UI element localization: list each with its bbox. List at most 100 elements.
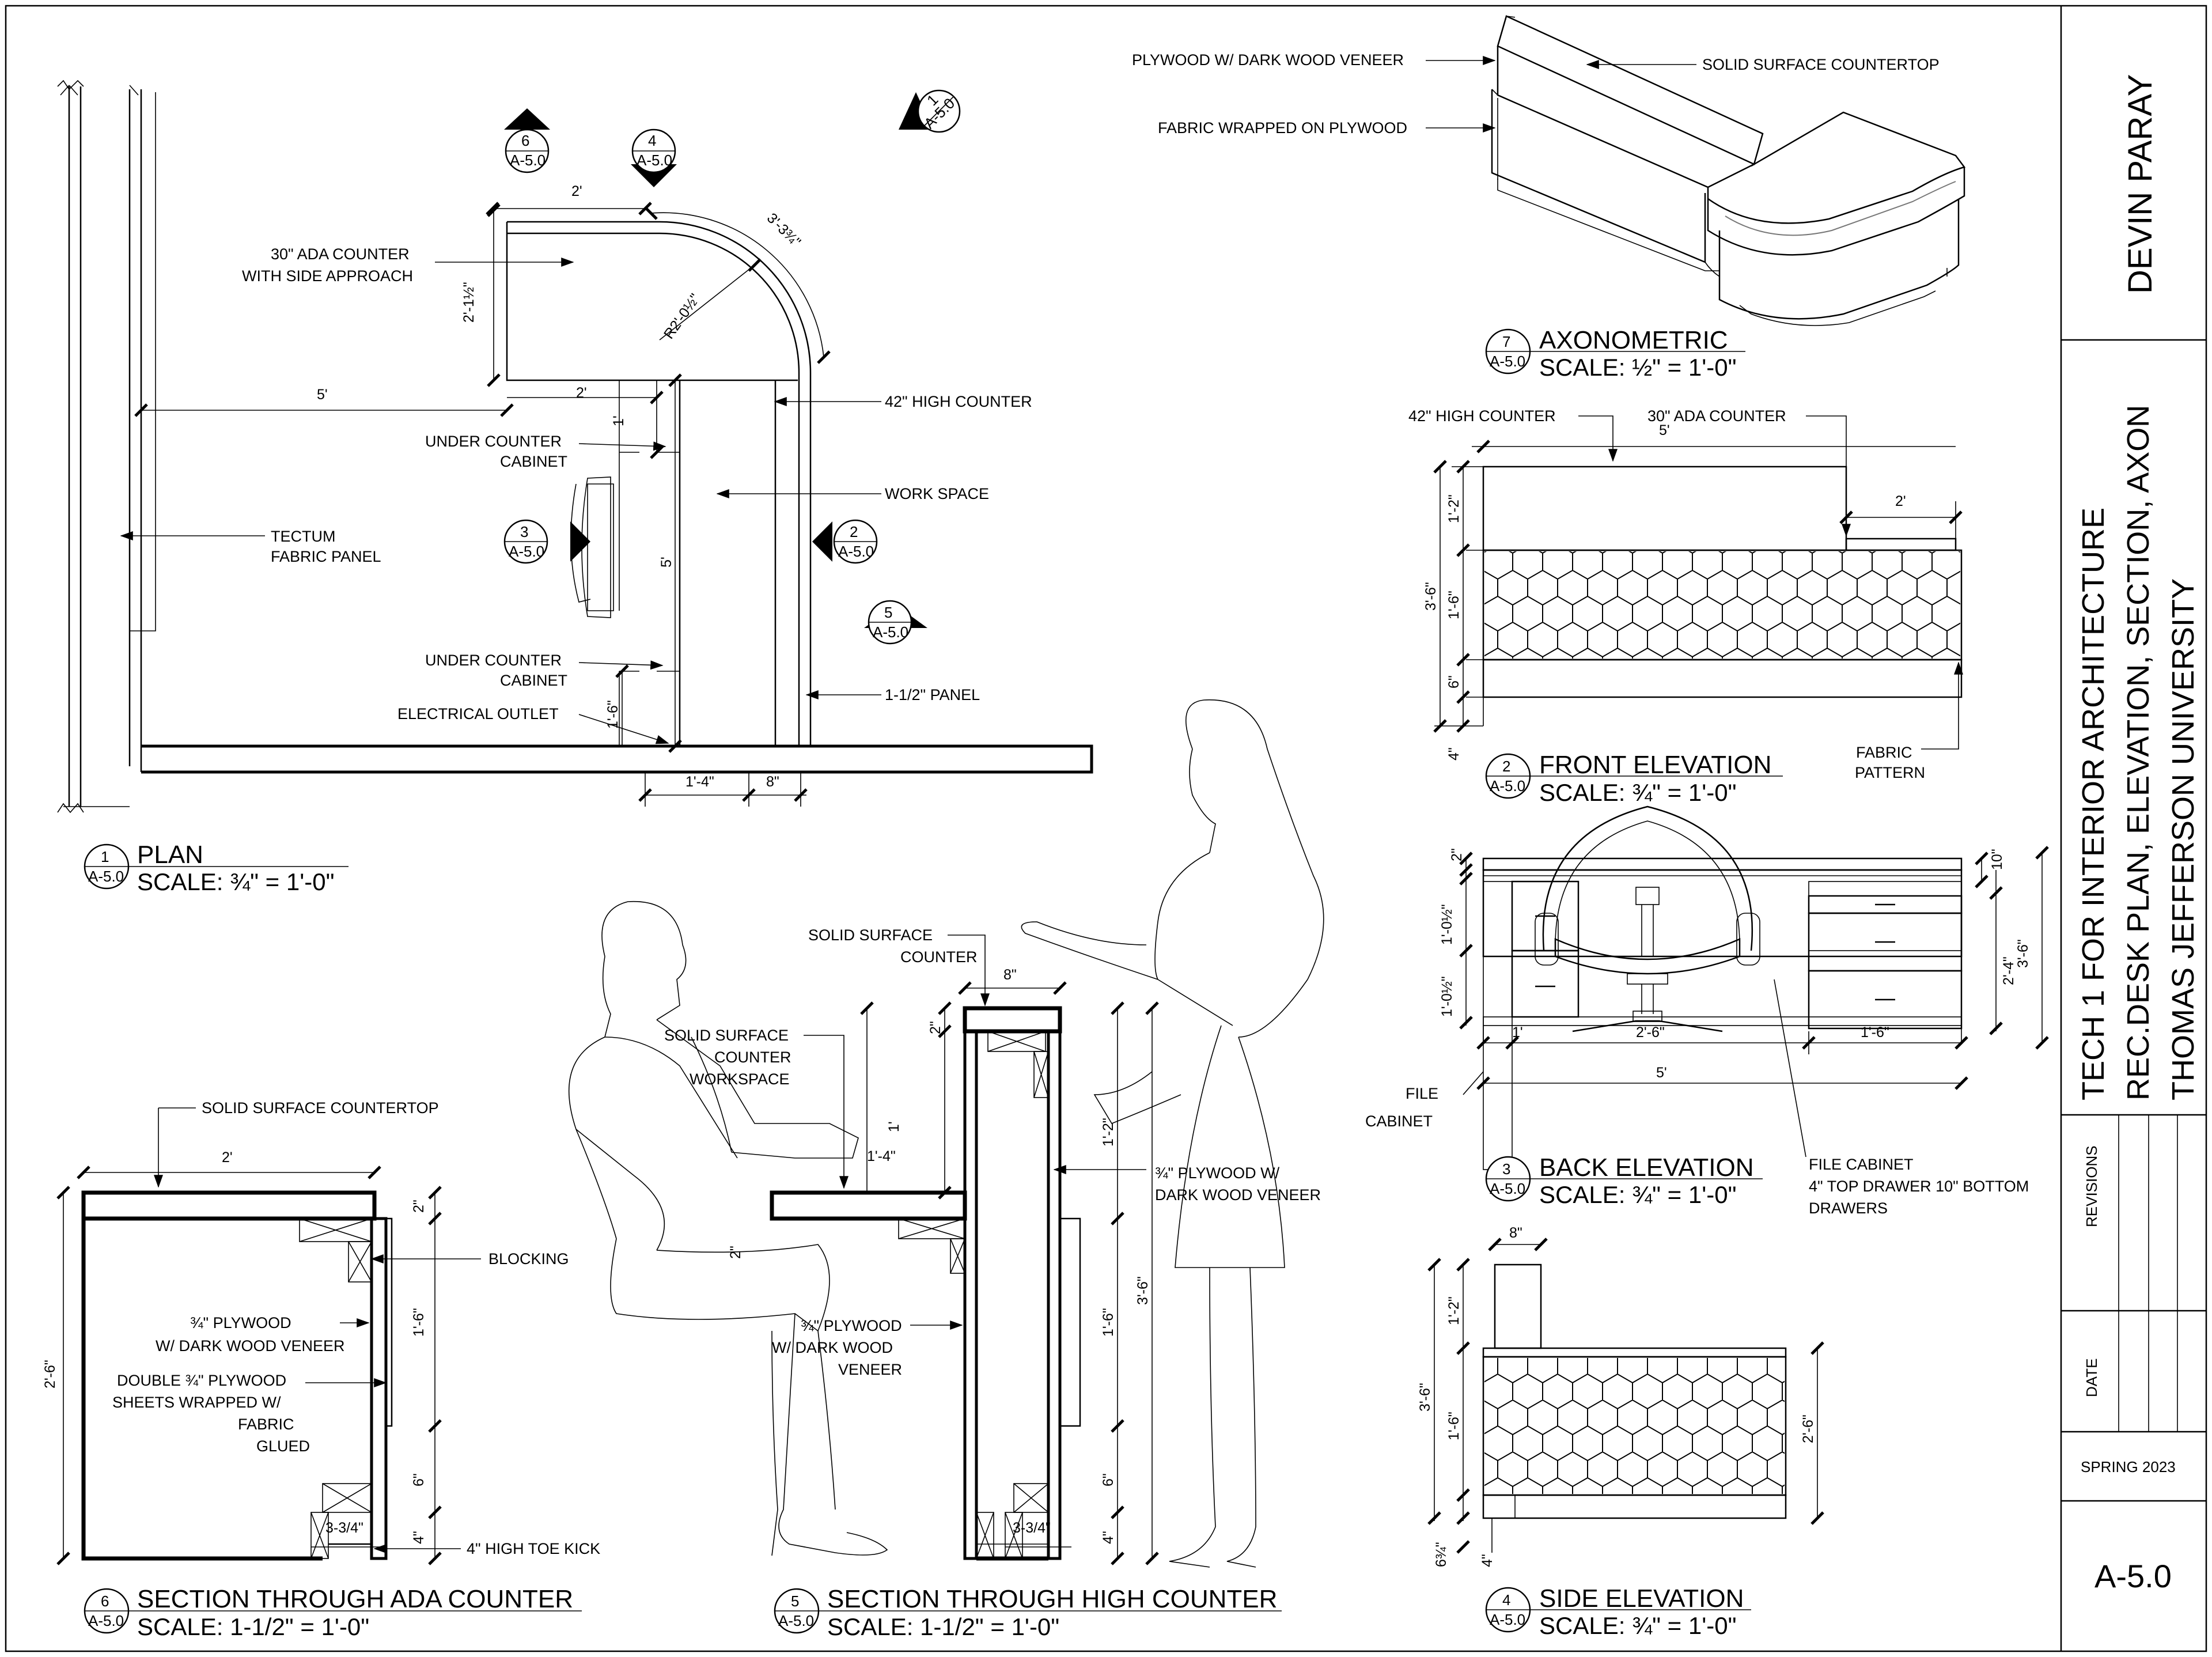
svg-text:4": 4" <box>1100 1531 1116 1544</box>
svg-text:4": 4" <box>1446 747 1462 761</box>
svg-text:4": 4" <box>411 1531 427 1544</box>
svg-text:ELECTRICAL OUTLET: ELECTRICAL OUTLET <box>397 705 559 722</box>
title-back: 3 A-5.0 BACK ELEVATION SCALE: ¾" = 1'-0" <box>1485 1153 1763 1208</box>
svg-text:6: 6 <box>101 1592 109 1610</box>
svg-text:DRAWERS: DRAWERS <box>1809 1200 1888 1217</box>
svg-text:CABINET: CABINET <box>500 453 567 470</box>
svg-text:DARK WOOD VENEER: DARK WOOD VENEER <box>1155 1186 1321 1204</box>
svg-text:3: 3 <box>1502 1160 1510 1178</box>
svg-text:2": 2" <box>411 1200 427 1213</box>
school-name: THOMAS JEFFERSON UNIVERSITY <box>2166 578 2200 1100</box>
svg-text:5': 5' <box>658 557 675 568</box>
designer-name: DEVIN PARAY <box>2122 74 2159 294</box>
section-high: 8" 2" 1' 1'-4" 2" 1'-2" 1'-6" 6" 4" 3'-6… <box>664 926 1321 1565</box>
svg-text:2': 2' <box>576 385 587 401</box>
svg-text:FILE: FILE <box>1406 1085 1438 1102</box>
svg-text:SECTION THROUGH ADA COUNTER: SECTION THROUGH ADA COUNTER <box>137 1585 573 1613</box>
svg-text:1'-6": 1'-6" <box>1446 591 1462 619</box>
svg-text:FILE CABINET: FILE CABINET <box>1809 1156 1914 1173</box>
svg-text:2': 2' <box>571 183 582 199</box>
svg-text:3-3/4": 3-3/4" <box>325 1520 363 1536</box>
svg-text:COUNTER: COUNTER <box>900 948 978 966</box>
section-tag-4: 4 A-5.0 <box>631 128 677 187</box>
svg-text:FABRIC: FABRIC <box>1856 744 1912 761</box>
svg-text:4" HIGH TOE KICK: 4" HIGH TOE KICK <box>467 1540 600 1557</box>
svg-text:SCALE: 1-1/2" = 1'-0": SCALE: 1-1/2" = 1'-0" <box>137 1613 369 1640</box>
svg-text:A-5.0: A-5.0 <box>1490 353 1525 370</box>
svg-text:4: 4 <box>648 132 656 149</box>
svg-text:8": 8" <box>766 774 779 790</box>
svg-text:1': 1' <box>1512 1024 1523 1041</box>
svg-text:CABINET: CABINET <box>1365 1113 1433 1130</box>
svg-text:6": 6" <box>1446 675 1462 688</box>
svg-text:2: 2 <box>1502 758 1510 775</box>
svg-text:WORK SPACE: WORK SPACE <box>885 485 989 502</box>
svg-text:A-5.0: A-5.0 <box>1490 1611 1525 1628</box>
svg-text:2'-6": 2'-6" <box>42 1360 58 1389</box>
svg-text:5': 5' <box>1656 1065 1667 1081</box>
project-title: REC.DESK PLAN, ELEVATION, SECTION, AXON <box>2121 405 2156 1100</box>
svg-text:PLYWOOD W/ DARK WOOD VENEER: PLYWOOD W/ DARK WOOD VENEER <box>1132 51 1404 69</box>
svg-text:A-5.0: A-5.0 <box>510 152 546 169</box>
standing-figure <box>1021 699 1324 1568</box>
svg-text:1'-6": 1'-6" <box>605 700 621 729</box>
svg-text:GLUED: GLUED <box>256 1437 310 1455</box>
svg-text:SOLID SURFACE: SOLID SURFACE <box>664 1027 789 1044</box>
svg-text:3'-6": 3'-6" <box>1417 1383 1433 1412</box>
course-title: TECH 1 FOR INTERIOR ARCHITECTURE <box>2076 508 2111 1100</box>
svg-text:SCALE: ½" = 1'-0": SCALE: ½" = 1'-0" <box>1539 354 1737 381</box>
svg-text:WITH SIDE APPROACH: WITH SIDE APPROACH <box>242 267 413 285</box>
svg-text:1-1/2" PANEL: 1-1/2" PANEL <box>885 686 980 703</box>
svg-text:6": 6" <box>411 1473 427 1486</box>
svg-text:SCALE: ¾" = 1'-0": SCALE: ¾" = 1'-0" <box>1539 1181 1737 1208</box>
svg-text:2'-6": 2'-6" <box>1800 1414 1816 1443</box>
svg-text:30" ADA COUNTER: 30" ADA COUNTER <box>1647 407 1786 425</box>
svg-text:6¾": 6¾" <box>1433 1542 1449 1567</box>
svg-text:DOUBLE ¾" PLYWOOD: DOUBLE ¾" PLYWOOD <box>117 1372 286 1389</box>
svg-text:1: 1 <box>101 848 109 865</box>
svg-text:A-5.0: A-5.0 <box>873 623 908 641</box>
svg-text:5': 5' <box>317 387 328 403</box>
title-side: 4 A-5.0 SIDE ELEVATION SCALE: ¾" = 1'-0" <box>1485 1584 1751 1639</box>
svg-text:3-3/4": 3-3/4" <box>1013 1520 1051 1536</box>
svg-text:1'-6": 1'-6" <box>1861 1024 1889 1041</box>
svg-text:A-5.0: A-5.0 <box>88 1612 124 1629</box>
svg-text:UNDER COUNTER: UNDER COUNTER <box>425 433 562 450</box>
term-label: SPRING 2023 <box>2081 1458 2176 1476</box>
svg-text:A-5.0: A-5.0 <box>778 1612 814 1629</box>
svg-text:SIDE ELEVATION: SIDE ELEVATION <box>1539 1584 1744 1613</box>
svg-text:4": 4" <box>1479 1554 1495 1567</box>
revisions-label: REVISIONS <box>2083 1145 2100 1227</box>
svg-text:A-5.0: A-5.0 <box>509 543 544 560</box>
svg-text:1'-4": 1'-4" <box>867 1148 896 1164</box>
section-tag-1: 1 A-5.0 <box>899 89 961 133</box>
svg-text:WORKSPACE: WORKSPACE <box>690 1070 790 1088</box>
svg-text:SOLID SURFACE COUNTERTOP: SOLID SURFACE COUNTERTOP <box>1702 56 1940 73</box>
svg-text:A-5.0: A-5.0 <box>1490 1180 1525 1197</box>
svg-text:3'-6": 3'-6" <box>1135 1276 1151 1305</box>
section-tag-3: 3 A-5.0 <box>503 519 590 564</box>
section-tag-2: 2 A-5.0 <box>812 519 878 564</box>
title-block: DEVIN PARAY TECH 1 FOR INTERIOR ARCHITEC… <box>2076 74 2200 1594</box>
svg-text:1'-0½": 1'-0½" <box>1439 976 1455 1017</box>
svg-text:1'-0½": 1'-0½" <box>1439 904 1455 945</box>
front-elevation: 3'-6" 1'-2" 1'-6" 6" 4" 5' 2' 42" HIGH C… <box>1408 407 1963 781</box>
svg-text:BLOCKING: BLOCKING <box>488 1250 569 1268</box>
svg-text:42" HIGH COUNTER: 42" HIGH COUNTER <box>885 393 1032 410</box>
svg-text:42" HIGH COUNTER: 42" HIGH COUNTER <box>1408 407 1556 425</box>
svg-text:¾" PLYWOOD W/: ¾" PLYWOOD W/ <box>1155 1164 1280 1182</box>
svg-text:AXONOMETRIC: AXONOMETRIC <box>1539 326 1728 354</box>
svg-text:3: 3 <box>520 523 528 540</box>
side-elevation: 8" 3'-6" 1'-2" 1'-6" 6¾" 4" 2'-6" <box>1417 1225 1824 1567</box>
section-tag-5: 5 A-5.0 <box>864 600 927 645</box>
svg-text:A-5.0: A-5.0 <box>88 868 124 885</box>
svg-text:A-5.0: A-5.0 <box>637 152 672 169</box>
svg-text:FABRIC PANEL: FABRIC PANEL <box>271 548 381 565</box>
svg-text:R2'-0½": R2'-0½" <box>661 291 703 342</box>
svg-text:SOLID SURFACE: SOLID SURFACE <box>808 926 933 944</box>
svg-text:1'-6": 1'-6" <box>411 1308 427 1337</box>
svg-text:1'-2": 1'-2" <box>1446 494 1462 523</box>
svg-text:UNDER COUNTER: UNDER COUNTER <box>425 652 562 669</box>
svg-text:2": 2" <box>1449 848 1465 861</box>
title-sec-high: 5 A-5.0 SECTION THROUGH HIGH COUNTER SCA… <box>774 1585 1282 1640</box>
